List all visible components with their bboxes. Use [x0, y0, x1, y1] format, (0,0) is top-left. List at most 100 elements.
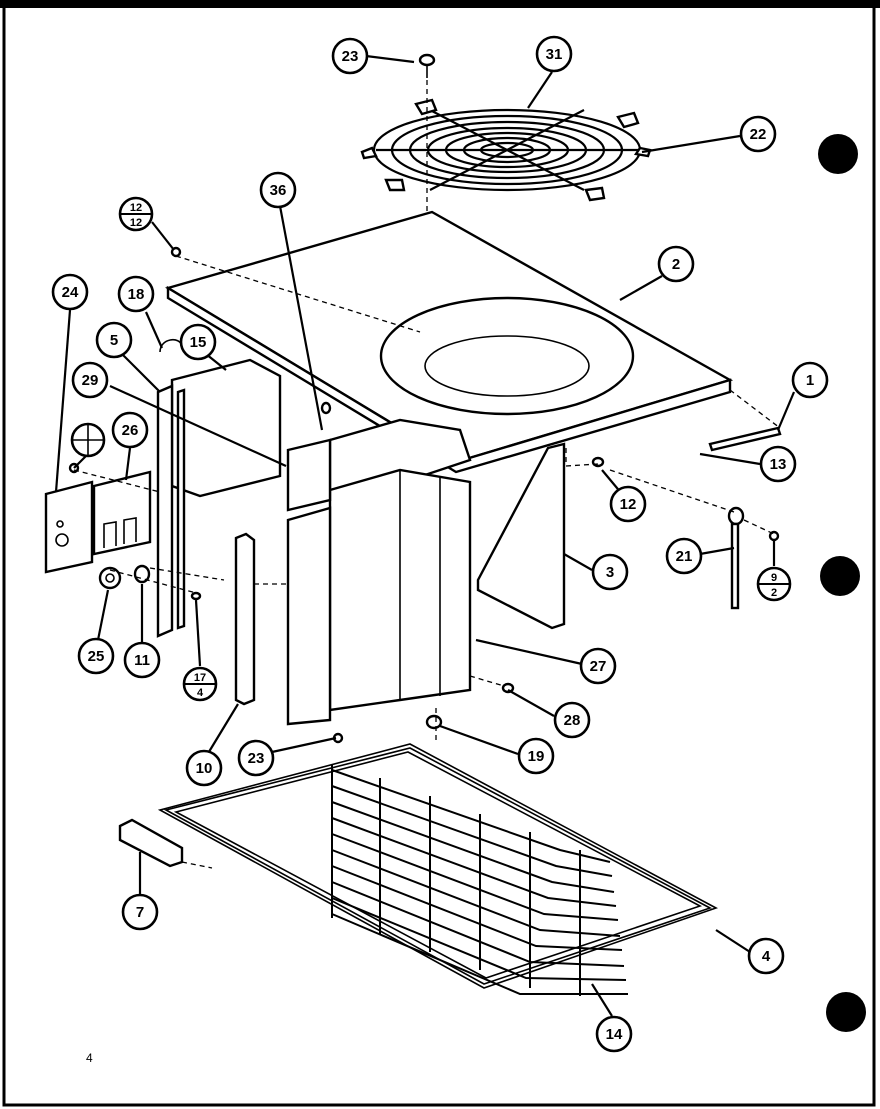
callout-number: 19: [528, 748, 545, 765]
callout-bubble: [179, 323, 217, 361]
callout-bubble: [739, 115, 777, 153]
center-panel-assembly: [286, 418, 472, 726]
callout-5: 5: [95, 321, 133, 359]
callout-number: 10: [196, 760, 213, 777]
fraction-bottom: 4: [197, 687, 204, 699]
callout-number: 2: [672, 256, 680, 273]
callout-number: 36: [270, 182, 287, 199]
spring-clip: [159, 339, 183, 353]
registration-dot-top: [818, 134, 858, 174]
callout-15: 15: [179, 323, 217, 361]
callout-bubble: [237, 739, 275, 777]
callout-13: 13: [759, 445, 797, 483]
callout-10: 10: [185, 749, 223, 787]
fastener-36: [320, 401, 332, 415]
callout-bubble: [595, 1015, 633, 1053]
callout-number: 22: [750, 126, 767, 143]
callout-number: 21: [676, 548, 693, 565]
callout-bubble: [77, 637, 115, 675]
callout-bubble: [535, 35, 573, 73]
callout-22-guard-clip: 22: [739, 115, 777, 153]
callout-bubble: [111, 411, 149, 449]
callout-bubble: [51, 273, 89, 311]
callout-2-top-cover: 2: [657, 245, 695, 283]
callout-number: 11: [134, 652, 150, 669]
callout-number: 26: [122, 422, 139, 439]
callout-number: 31: [546, 46, 563, 63]
callout-29: 29: [71, 361, 109, 399]
callout-number: 4: [762, 948, 771, 965]
callout-number: 13: [770, 456, 787, 473]
fraction-top: 12: [130, 202, 142, 214]
callout-36: 36: [259, 171, 297, 209]
side-panel: [476, 442, 566, 630]
fraction-bottom: 2: [771, 587, 777, 599]
callout-12: 12: [609, 485, 647, 523]
callout-number: 25: [88, 648, 105, 665]
control-box-cover: [44, 480, 94, 574]
callout-1-bracket: 1: [791, 361, 829, 399]
callout-bubble: [95, 321, 133, 359]
fraction-top: 17: [194, 672, 206, 684]
callout-number: 18: [128, 286, 145, 303]
callout-number: 28: [564, 712, 581, 729]
callout-bubble: [553, 701, 591, 739]
mounting-bracket: [118, 818, 184, 868]
callout-27-center-panel: 27: [579, 647, 617, 685]
leader-lines: [54, 54, 796, 1017]
callout-bubble: [791, 361, 829, 399]
callout-bubble: [123, 641, 161, 679]
callout-9-over-2: 92: [756, 566, 792, 602]
callout-number: 7: [136, 904, 144, 921]
callout-bubble: [747, 937, 785, 975]
callout-number: 23: [342, 48, 359, 65]
callout-bubble: [117, 275, 155, 313]
fraction-top: 9: [771, 572, 777, 584]
fastener-17-4: [190, 591, 202, 601]
callout-number: 23: [248, 750, 265, 767]
callout-number: 15: [190, 334, 207, 351]
callout-number: 29: [82, 372, 99, 389]
callout-number: 3: [606, 564, 614, 581]
fan-symbol-icon: [70, 422, 106, 458]
fastener-19: [425, 714, 443, 730]
callout-bubble: [517, 737, 555, 775]
base-pan: [157, 743, 718, 989]
callout-21: 21: [665, 537, 703, 575]
callout-number: 5: [110, 332, 118, 349]
callout-number: 1: [806, 372, 814, 389]
callout-31-fan-guard: 31: [535, 35, 573, 73]
angle-bracket: [234, 532, 256, 706]
callout-11: 11: [123, 641, 161, 679]
page-number: 4: [86, 1051, 93, 1065]
callout-bubble: [591, 553, 629, 591]
callout-23-screw-top: 23: [331, 37, 369, 75]
callout-bubble: [609, 485, 647, 523]
callout-bubble: [71, 361, 109, 399]
alignment-lines: [73, 255, 781, 869]
callout-bubble: [259, 171, 297, 209]
callout-25-grommet: 25: [77, 637, 115, 675]
top-edge-bar: [0, 0, 880, 8]
fraction-bottom: 12: [130, 217, 142, 229]
left-channel: [156, 358, 282, 638]
callout-28: 28: [553, 701, 591, 739]
service-valve: [727, 506, 745, 610]
callout-bubble: [331, 37, 369, 75]
callout-bubble: [579, 647, 617, 685]
registration-dot-bottom: [826, 992, 866, 1032]
callout-18: 18: [117, 275, 155, 313]
fastener-28: [501, 682, 515, 694]
callout-7-bracket: 7: [121, 893, 159, 931]
callout-23-screw-bottom: 23: [237, 739, 275, 777]
callout-14-coil: 14: [595, 1015, 633, 1053]
callout-bubble: [185, 749, 223, 787]
fan-guard-grille: [360, 98, 652, 202]
callout-4-base-pan: 4: [747, 937, 785, 975]
callout-number: 24: [62, 284, 79, 301]
callout-bubble: [657, 245, 695, 283]
callout-26: 26: [111, 411, 149, 449]
